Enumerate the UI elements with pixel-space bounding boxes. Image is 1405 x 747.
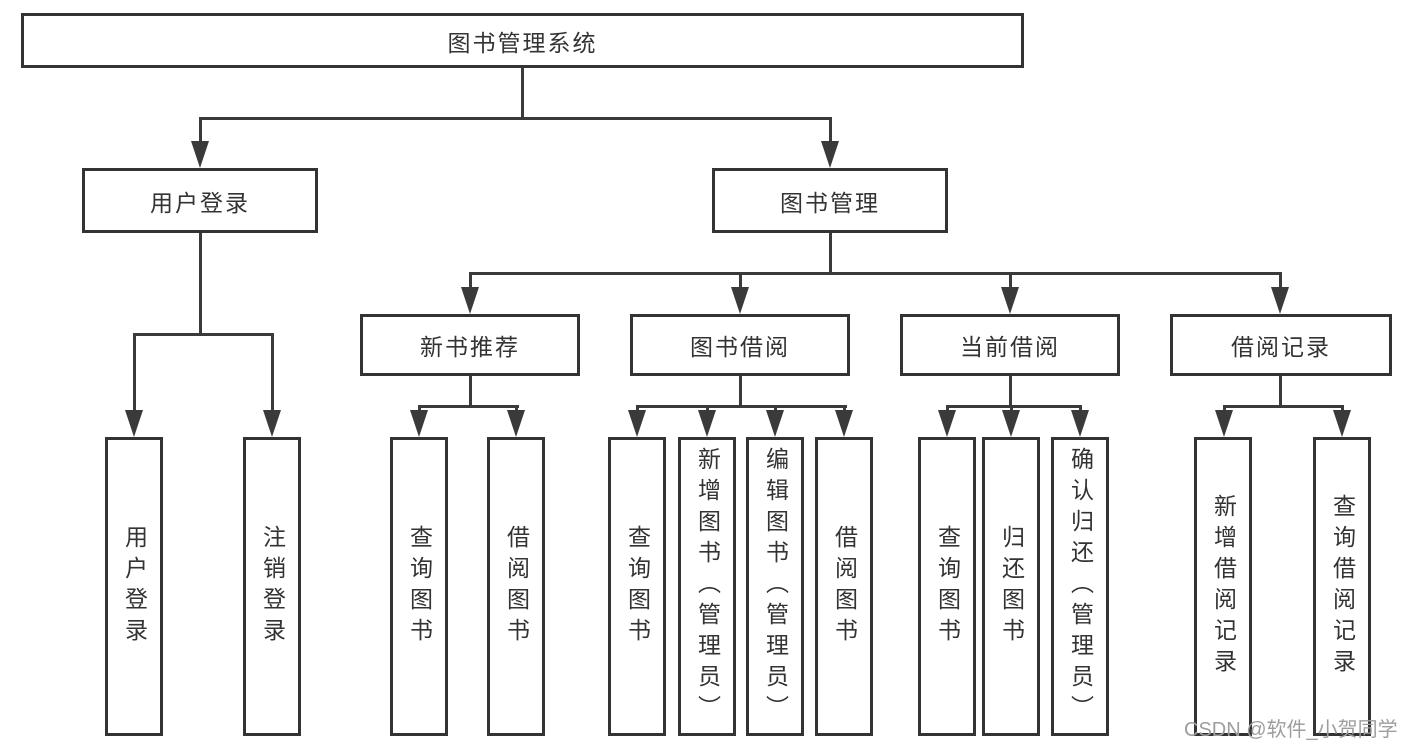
connector-line — [739, 272, 742, 290]
arrow-down-icon — [1271, 287, 1289, 314]
connector-line — [521, 68, 524, 118]
watermark: CSDN @软件_小贺同学 — [1184, 719, 1398, 741]
leaf-current-return-books: 归还图书 — [982, 437, 1040, 736]
connector-line — [199, 117, 831, 120]
arrow-down-icon — [1001, 287, 1019, 314]
connector-line — [133, 333, 274, 336]
arrow-down-icon — [461, 287, 479, 314]
connector-line — [829, 117, 832, 143]
connector-line — [1010, 405, 1013, 414]
leaf-current-confirm-return-admin: 确认归还（管理员） — [1051, 437, 1109, 736]
leaf-borrowing-add-books-admin-label: 新增图书（管理员） — [694, 447, 721, 726]
node-new-book-recommend: 新书推荐 — [360, 314, 580, 376]
arrow-down-icon — [731, 287, 749, 314]
connector-line — [636, 405, 639, 414]
leaf-user-login-label: 用户登录 — [121, 524, 148, 649]
arrow-down-icon — [263, 410, 281, 437]
leaf-current-query-books-label: 查询图书 — [934, 524, 961, 649]
connector-line — [946, 405, 1082, 408]
connector-line — [829, 233, 832, 274]
leaf-user-login: 用户登录 — [105, 437, 163, 736]
connector-line — [199, 233, 202, 335]
leaf-borrowing-edit-books-admin-label: 编辑图书（管理员） — [762, 447, 789, 726]
arrow-down-icon — [1333, 410, 1351, 437]
node-new-book-recommend-label: 新书推荐 — [420, 334, 520, 360]
arrow-down-icon — [191, 141, 209, 168]
leaf-current-confirm-return-admin-label: 确认归还（管理员） — [1067, 447, 1094, 726]
leaf-borrowing-borrow-books-label: 借阅图书 — [831, 524, 858, 649]
connector-line — [1279, 272, 1282, 290]
leaf-newbook-borrow-books: 借阅图书 — [487, 437, 545, 736]
leaf-records-query-record: 查询借阅记录 — [1313, 437, 1371, 736]
node-root-label: 图书管理系统 — [447, 29, 598, 56]
leaf-borrowing-add-books-admin: 新增图书（管理员） — [678, 437, 736, 736]
node-borrowing-records-label: 借阅记录 — [1231, 334, 1331, 360]
connector-line — [418, 405, 421, 414]
leaf-newbook-borrow-books-label: 借阅图书 — [503, 524, 530, 649]
connector-line — [1009, 376, 1012, 407]
connector-line — [133, 333, 136, 413]
leaf-borrowing-edit-books-admin: 编辑图书（管理员） — [746, 437, 804, 736]
node-current-borrowing-label: 当前借阅 — [960, 334, 1060, 360]
node-user-login: 用户登录 — [82, 168, 318, 233]
node-book-borrowing-label: 图书借阅 — [690, 334, 790, 360]
arrow-down-icon — [125, 410, 143, 437]
leaf-current-query-books: 查询图书 — [918, 437, 976, 736]
leaf-borrowing-query-books: 查询图书 — [608, 437, 666, 736]
connector-line — [843, 405, 846, 414]
node-book-management: 图书管理 — [712, 168, 948, 233]
node-book-management-label: 图书管理 — [780, 189, 880, 216]
arrow-down-icon — [698, 410, 716, 437]
connector-line — [271, 333, 274, 413]
connector-line — [946, 405, 949, 414]
leaf-records-add-record-label: 新增借阅记录 — [1210, 493, 1237, 680]
arrow-down-icon — [835, 410, 853, 437]
node-current-borrowing: 当前借阅 — [900, 314, 1120, 376]
leaf-newbook-query-books-label: 查询图书 — [406, 524, 433, 649]
arrow-down-icon — [1071, 410, 1089, 437]
connector-line — [199, 117, 202, 143]
arrow-down-icon — [766, 410, 784, 437]
node-book-borrowing: 图书借阅 — [630, 314, 850, 376]
leaf-logout: 注销登录 — [243, 437, 301, 736]
connector-line — [469, 272, 472, 290]
connector-line — [739, 376, 742, 407]
connector-line — [706, 405, 709, 414]
connector-line — [1009, 272, 1012, 290]
node-user-login-label: 用户登录 — [150, 189, 250, 216]
leaf-records-query-record-label: 查询借阅记录 — [1329, 493, 1356, 680]
leaf-records-add-record: 新增借阅记录 — [1194, 437, 1252, 736]
arrow-down-icon — [938, 410, 956, 437]
connector-line — [1079, 405, 1082, 414]
arrow-down-icon — [821, 141, 839, 168]
connector-line — [469, 376, 472, 407]
node-root: 图书管理系统 — [21, 13, 1024, 68]
leaf-borrowing-borrow-books: 借阅图书 — [815, 437, 873, 736]
leaf-current-return-books-label: 归还图书 — [998, 524, 1025, 649]
connector-line — [1341, 405, 1344, 414]
connector-line — [418, 405, 519, 408]
connector-line — [636, 405, 847, 408]
leaf-borrowing-query-books-label: 查询图书 — [624, 524, 651, 649]
arrow-down-icon — [410, 410, 428, 437]
connector-line — [1223, 405, 1226, 414]
connector-line — [1223, 405, 1344, 408]
arrow-down-icon — [507, 410, 525, 437]
leaf-newbook-query-books: 查询图书 — [390, 437, 448, 736]
connector-line — [515, 405, 518, 414]
leaf-logout-label: 注销登录 — [259, 524, 286, 649]
connector-line — [1279, 376, 1282, 407]
arrow-down-icon — [1215, 410, 1233, 437]
connector-line — [469, 272, 1282, 275]
arrow-down-icon — [628, 410, 646, 437]
connector-line — [774, 405, 777, 414]
arrow-down-icon — [1002, 410, 1020, 437]
node-borrowing-records: 借阅记录 — [1170, 314, 1392, 376]
